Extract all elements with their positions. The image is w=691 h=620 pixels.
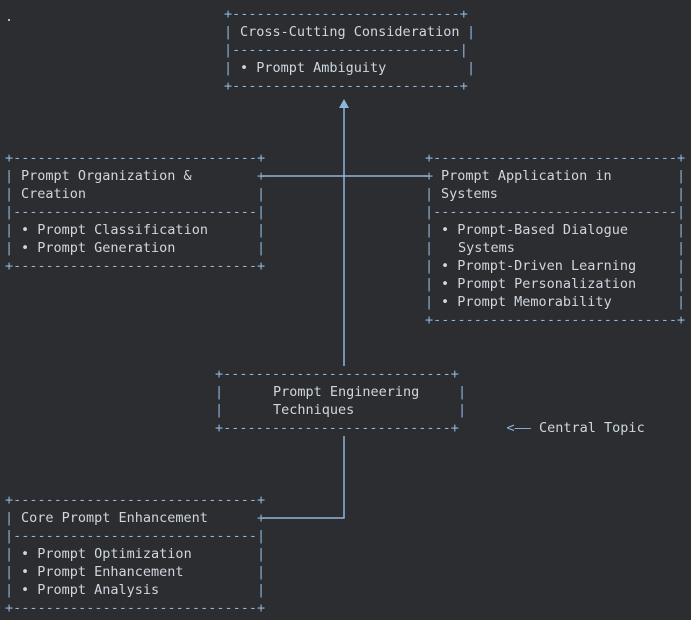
box-border-left: | [5, 240, 14, 256]
list-item: • Prompt Optimization [21, 546, 192, 562]
box-border-bottom: +----------------------------+ [215, 420, 459, 436]
box-border-right: | [257, 240, 266, 256]
box-border-left: | [215, 384, 224, 400]
bullet-icon: • [21, 564, 38, 580]
stray-mark: . [5, 9, 14, 25]
box-border-bottom: +------------------------------+ [5, 258, 266, 274]
box-title: Core Prompt Enhancement [21, 510, 208, 526]
central-topic-label: Central Topic [539, 420, 645, 436]
box-border-left: | [5, 546, 14, 562]
box-border-right: | [677, 294, 686, 310]
box-connector-node: + [257, 168, 266, 184]
box-border-left: | [215, 402, 224, 418]
box-border-right: | [677, 168, 686, 184]
box-border-right: | [467, 60, 476, 76]
list-item: • Prompt Ambiguity [240, 60, 387, 76]
box-border-left: | [5, 582, 14, 598]
box-divider: |------------------------------| [5, 528, 266, 544]
box-border-top: +----------------------------+ [224, 6, 468, 22]
box-border-top: +------------------------------+ [425, 150, 686, 166]
box-title: Systems [441, 186, 498, 202]
box-border-left: | [224, 24, 233, 40]
connector-to-core [262, 436, 345, 519]
list-item: • Prompt Analysis [21, 582, 160, 598]
box-border-left: | [425, 186, 434, 202]
box-border-left: | [425, 258, 434, 274]
box-title: Prompt Application in [441, 168, 612, 184]
box-divider: |------------------------------| [425, 204, 686, 220]
list-item: • Prompt Memorability [441, 294, 612, 310]
box-border-top: +------------------------------+ [5, 492, 266, 508]
list-item-continuation: Systems [458, 240, 515, 256]
box-title: Creation [21, 186, 87, 202]
box-border-left: | [425, 276, 434, 292]
box-border-right: | [467, 24, 476, 40]
box-border-right: | [257, 564, 266, 580]
arrowhead-up-icon [339, 99, 349, 108]
box-border-left: | [425, 222, 434, 238]
central-title: Prompt Engineering [273, 384, 420, 400]
box-border-right: | [677, 240, 686, 256]
box-border-right: | [458, 402, 467, 418]
central-title: Techniques [273, 402, 355, 418]
list-item: • Prompt Classification [21, 222, 208, 238]
bullet-icon: • [240, 60, 257, 76]
box-border-left: | [425, 294, 434, 310]
box-border-top: +------------------------------+ [5, 150, 266, 166]
box-border-right: | [677, 276, 686, 292]
list-item: • Prompt-Driven Learning [441, 258, 637, 274]
bullet-icon: • [441, 222, 458, 238]
box-border-left: | [5, 564, 14, 580]
arrow-left-icon: <—— [506, 420, 540, 436]
box-border-bottom: +------------------------------+ [425, 312, 686, 328]
box-border-right: | [257, 546, 266, 562]
box-border-right: | [677, 258, 686, 274]
bullet-icon: • [21, 240, 38, 256]
box-title: Prompt Organization & [21, 168, 192, 184]
box-divider: |----------------------------| [224, 42, 468, 58]
box-border-bottom: +----------------------------+ [224, 78, 468, 94]
box-border-left: | [425, 240, 434, 256]
list-item: • Prompt-Based Dialogue [441, 222, 628, 238]
box-border-left: | [5, 510, 14, 526]
box-border-right: | [677, 186, 686, 202]
bullet-icon: • [441, 258, 458, 274]
box-border-right: | [257, 582, 266, 598]
box-border-right: | [458, 384, 467, 400]
bullet-icon: • [21, 546, 38, 562]
box-border-bottom: +------------------------------+ [5, 600, 266, 616]
box-border-left: | [5, 168, 14, 184]
box-divider: |------------------------------| [5, 204, 266, 220]
central-topic-pointer: <—— Central Topic [474, 401, 645, 455]
bullet-icon: • [441, 294, 458, 310]
list-item: • Prompt Personalization [441, 276, 637, 292]
box-border-left: | [5, 186, 14, 202]
list-item: • Prompt Enhancement [21, 564, 184, 580]
box-border-right: | [257, 186, 266, 202]
box-border-left: | [224, 60, 233, 76]
box-connector-node: + [257, 510, 266, 526]
list-item: • Prompt Generation [21, 240, 176, 256]
box-title: Cross-Cutting Consideration [240, 24, 460, 40]
box-border-right: | [257, 222, 266, 238]
bullet-icon: • [21, 222, 38, 238]
bullet-icon: • [441, 276, 458, 292]
box-border-left: | [5, 222, 14, 238]
box-border-right: | [677, 222, 686, 238]
box-connector-node: + [425, 168, 434, 184]
box-border-top: +----------------------------+ [215, 366, 459, 382]
bullet-icon: • [21, 582, 38, 598]
